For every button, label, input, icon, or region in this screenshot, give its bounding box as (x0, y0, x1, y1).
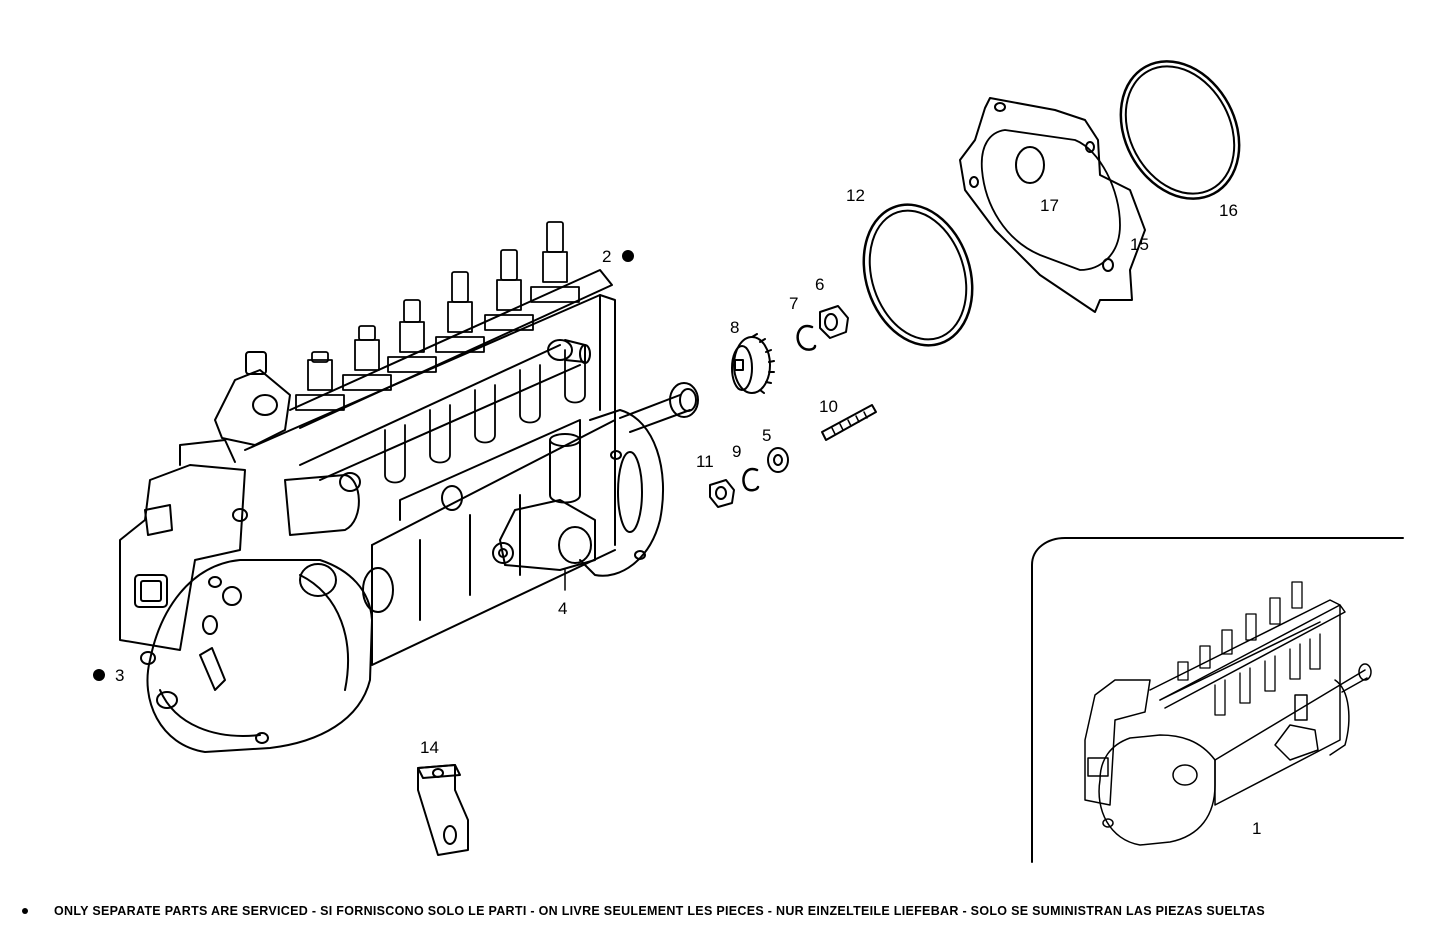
nut-part-6 (819, 305, 849, 339)
callout-12: 12 (846, 186, 865, 205)
washer-part-5 (767, 447, 789, 473)
circlip-part-7 (796, 324, 817, 351)
callout-9: 9 (732, 442, 741, 461)
seal-ring-part-12 (862, 203, 974, 347)
callout-11: 11 (696, 452, 714, 471)
callout-15: 15 (1130, 235, 1149, 254)
inset-complete-pump-drawing (1084, 581, 1372, 846)
serviced-dot-2 (622, 250, 634, 262)
callout-6: 6 (815, 275, 824, 294)
gear-part-8 (731, 333, 775, 394)
callout-4: 4 (558, 599, 567, 618)
callout-1: 1 (1252, 819, 1261, 838)
callout-labels: 1 2 3 4 5 6 7 8 9 10 11 12 14 15 16 17 (93, 186, 1261, 838)
footer-note: ONLY SEPARATE PARTS ARE SERVICED - SI FO… (22, 904, 1265, 918)
stud-part-10 (821, 404, 877, 441)
nut-part-11 (709, 479, 735, 508)
injection-pump-drawing (119, 221, 699, 753)
callout-16: 16 (1219, 201, 1238, 220)
gasket-ring-part-16 (1119, 60, 1241, 200)
bracket-part-14 (417, 764, 469, 856)
serviced-dot-3 (93, 669, 105, 681)
callout-17: 17 (1040, 196, 1059, 215)
bullet-dot (22, 907, 28, 914)
footer-text: ONLY SEPARATE PARTS ARE SERVICED - SI FO… (54, 904, 1265, 918)
callout-10: 10 (819, 397, 838, 416)
callout-3: 3 (115, 666, 124, 685)
circlip-part-9 (742, 467, 760, 492)
inset-frame (1031, 537, 1404, 863)
cover-plate-part-15 (959, 97, 1146, 313)
callout-14: 14 (420, 738, 439, 757)
seal-part-17 (1015, 146, 1045, 184)
callout-2: 2 (602, 247, 611, 266)
callout-5: 5 (762, 426, 771, 445)
callout-8: 8 (730, 318, 739, 337)
callout-7: 7 (789, 294, 798, 313)
